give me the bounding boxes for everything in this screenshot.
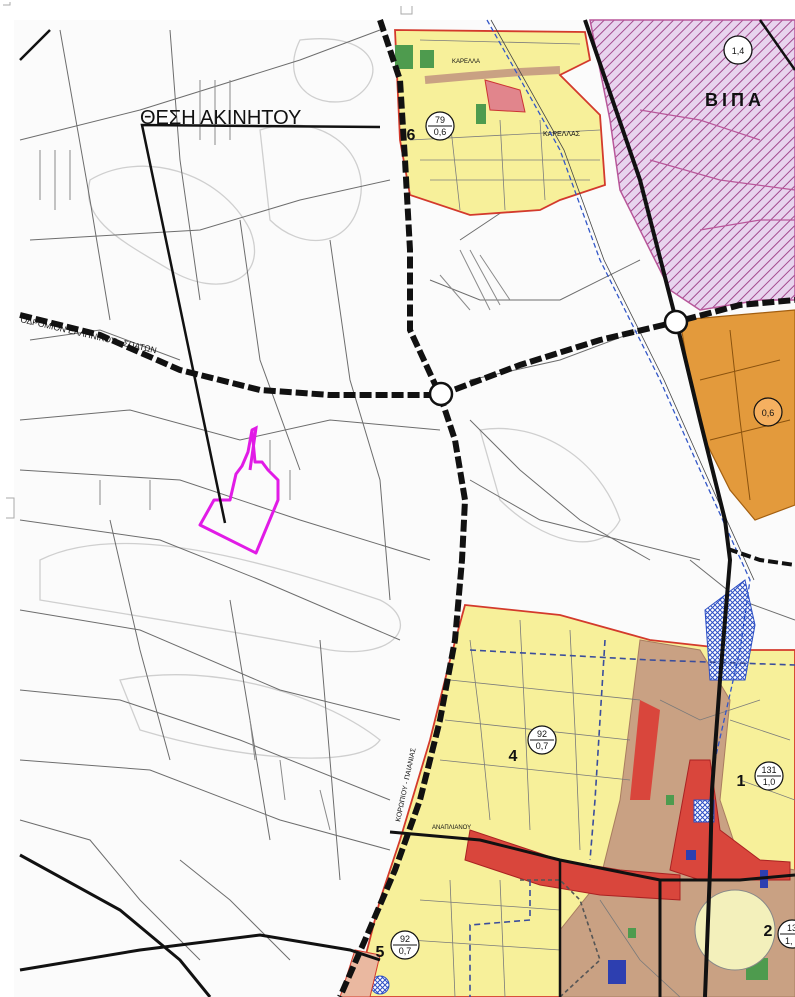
zone-5-top: 92 — [400, 934, 410, 944]
property-location-label: ΘΕΣΗ ΑΚΙΝΗΤΟΥ — [140, 107, 301, 129]
vipa-zone — [589, 19, 795, 311]
orange-badge — [753, 397, 783, 427]
zone-1-number: 1 — [737, 773, 746, 790]
zone-6-bottom: 0,6 — [434, 127, 447, 137]
settlement-streets — [409, 619, 795, 997]
vipa-label: ΒΙΠΑ — [705, 90, 765, 110]
road-street-label: ΑΝΑΠΛΙΑΝΟΥ — [432, 825, 471, 831]
zone-5-number: 5 — [376, 944, 385, 961]
orange-zone-road — [727, 547, 795, 567]
zone-4-bottom: 0,7 — [536, 741, 549, 751]
property-boundary — [198, 428, 280, 555]
center-red-2 — [630, 700, 660, 800]
settlement-boundary-dashed — [469, 639, 795, 997]
zone-6-pink — [484, 79, 526, 113]
zone-2-ring — [694, 889, 776, 971]
zone-6-green-2 — [420, 50, 434, 68]
zone-2-number: 2 — [764, 923, 773, 940]
blue-block-1 — [686, 850, 696, 860]
blue-cross-area-2 — [693, 799, 715, 823]
leader-line — [140, 123, 381, 524]
zone-5-bottom: 0,7 — [399, 946, 412, 956]
zone-4-top: 92 — [537, 729, 547, 739]
zone-2-bottom: 1, — [785, 936, 793, 946]
zone-4-number: 4 — [509, 748, 518, 765]
orange-badge-value: 0,6 — [762, 408, 775, 418]
vipa-internal-lines — [639, 109, 795, 231]
major-roads — [19, 19, 795, 997]
zone-6-brown-strip — [424, 66, 561, 84]
blue-cross-area — [704, 579, 756, 681]
arterial-roads — [19, 19, 795, 997]
zone-2-top: 13 — [787, 923, 795, 933]
zone-6-green-3 — [476, 104, 486, 124]
green-block-3 — [628, 928, 636, 938]
green-block-1 — [666, 795, 674, 805]
vipa-badge-value: 1,4 — [732, 46, 745, 56]
junction-west — [428, 381, 454, 407]
zone-6-number: 6 — [407, 127, 416, 144]
zone-6-top: 79 — [435, 115, 445, 125]
blue-block-2 — [608, 960, 626, 984]
vipa-badge — [723, 35, 753, 65]
blue-dashed-line — [486, 19, 751, 801]
zone-1-top: 131 — [761, 765, 776, 775]
junction-east — [663, 309, 689, 335]
zone-6-streets — [409, 39, 601, 211]
zone-1-bottom: 1,0 — [763, 777, 776, 787]
zone-5-boundary — [520, 879, 601, 997]
karellas-top-label: ΚΑΡΕΛΛΑ — [452, 59, 480, 65]
road-ticks — [39, 80, 511, 831]
gray-parallel-line — [490, 19, 755, 581]
crop-marks — [3, 2, 413, 519]
zone-6-green-1 — [395, 45, 413, 69]
property-boundary-tip — [248, 425, 258, 471]
zone-5-pink — [339, 949, 381, 997]
karellas-label: ΚΑΡΕΛΛΑΣ — [543, 131, 581, 138]
